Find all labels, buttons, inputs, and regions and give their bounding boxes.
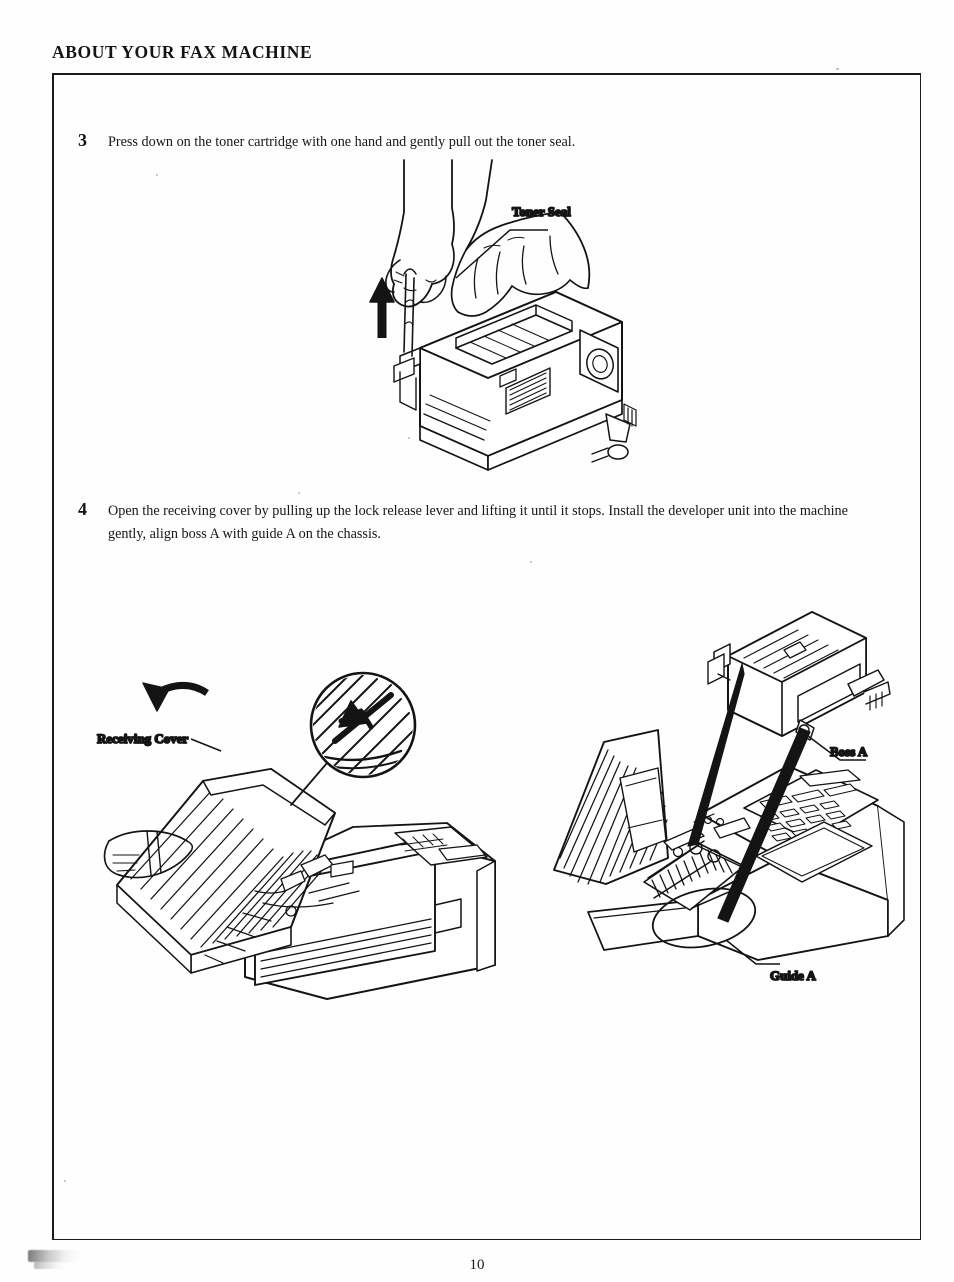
scan-speck: [298, 492, 300, 494]
scan-speck: [408, 437, 410, 439]
step-text: Press down on the toner cartridge with o…: [108, 134, 576, 150]
figure-toner-cartridge: Toner Seal: [360, 152, 640, 492]
scan-speck: [530, 561, 532, 563]
callout-label-boss-a: Boss A: [830, 744, 868, 759]
scan-speck: [156, 174, 158, 176]
page-number: 10: [469, 1258, 485, 1273]
scan-smudge-artifact: [28, 1250, 80, 1262]
scan-speck: [836, 68, 839, 70]
step-text: Open the receiving cover by pulling up t…: [108, 503, 848, 542]
callout-label-guide-a: Guide A: [770, 968, 816, 983]
step-number: 4: [78, 499, 87, 519]
content-frame-border: [52, 73, 921, 1240]
figure-receiving-cover: Receiving Cover: [95, 665, 515, 1000]
instruction-step-3: 3 Press down on the toner cartridge with…: [78, 130, 878, 154]
callout-label-toner-seal: Toner Seal: [512, 204, 571, 219]
step-number: 3: [78, 130, 87, 150]
scan-speck: [64, 1180, 66, 1182]
callout-label-receiving-cover: Receiving Cover: [97, 731, 189, 746]
instruction-step-4: 4 Open the receiving cover by pulling up…: [78, 499, 888, 546]
figure-developer-unit: Boss A Guide A: [548, 600, 920, 1020]
running-header: ABOUT YOUR FAX MACHINE: [52, 42, 313, 62]
scan-smudge-artifact-secondary: [34, 1262, 68, 1269]
